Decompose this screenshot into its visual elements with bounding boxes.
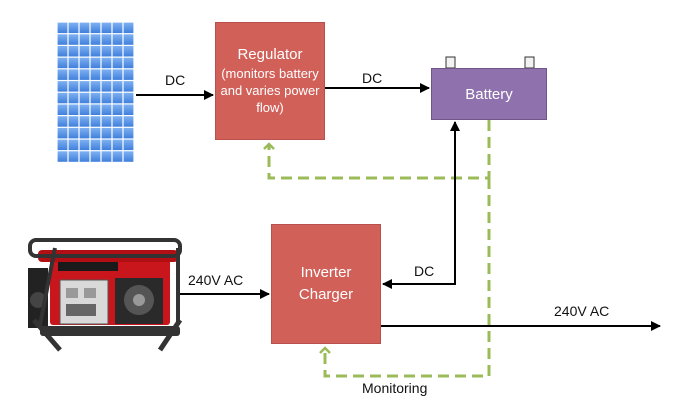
- label-regulator-dc: DC: [362, 70, 383, 86]
- regulator-description: (monitors battery and varies power flow): [220, 66, 320, 115]
- battery-box: Battery: [431, 68, 547, 120]
- regulator-title: Regulator: [237, 46, 303, 63]
- generator-icon: [28, 238, 183, 352]
- arrow-battery-inverter: [382, 121, 460, 289]
- inverter-charger-box: Inverter Charger: [271, 224, 381, 344]
- charger-label: Charger: [298, 286, 354, 303]
- label-solar-dc: DC: [165, 72, 186, 88]
- monitoring-line-regulator: [263, 120, 491, 180]
- monitoring-line-inverter: [319, 178, 491, 378]
- battery-label: Battery: [465, 85, 513, 103]
- label-monitoring: Monitoring: [362, 380, 428, 396]
- regulator-box: Regulator (monitors battery and varies p…: [215, 22, 325, 140]
- monitoring-lines: [263, 120, 491, 378]
- label-generator-ac: 240V AC: [188, 272, 244, 288]
- battery-terminals: [445, 56, 535, 69]
- label-battery-dc: DC: [414, 263, 435, 279]
- label-output-ac: 240V AC: [554, 303, 610, 319]
- inverter-label: Inverter: [300, 264, 352, 281]
- power-flow-arrows: [136, 83, 661, 331]
- solar-panel-icon: [56, 21, 135, 164]
